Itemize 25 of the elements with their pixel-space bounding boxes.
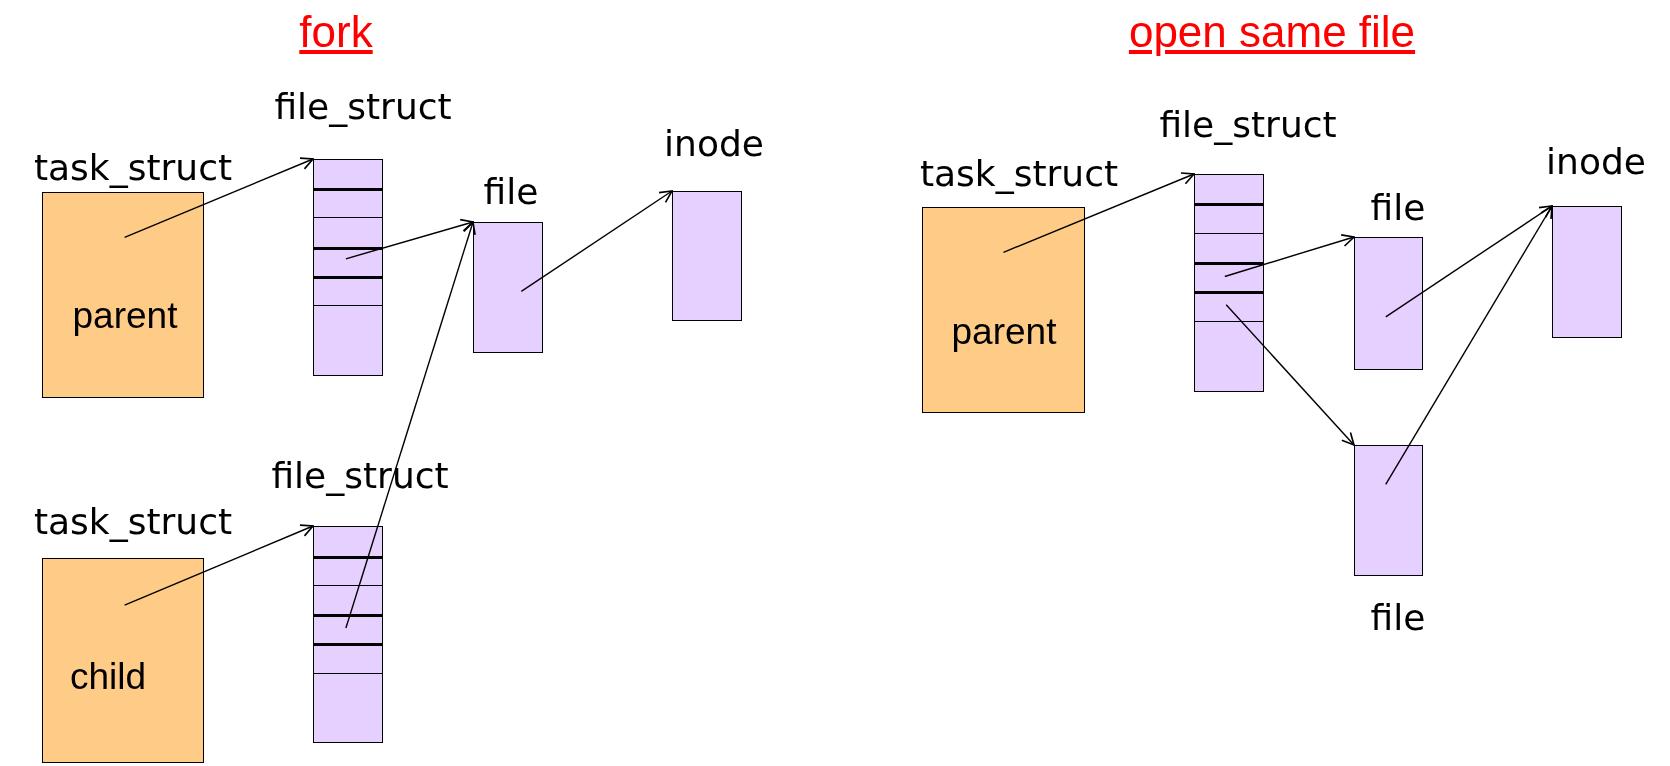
node-heading: task_struct xyxy=(919,154,1119,194)
arrow xyxy=(1385,205,1553,485)
node-heading: task_struct xyxy=(33,148,233,188)
node-heading: file_struct xyxy=(1159,105,1337,145)
arrow xyxy=(123,524,314,606)
node-heading: task_struct xyxy=(33,502,233,542)
arrow xyxy=(1224,234,1355,278)
arrow xyxy=(1002,172,1195,253)
node-heading: inode xyxy=(664,124,764,164)
process-name: child xyxy=(69,656,147,698)
node-heading: file xyxy=(1370,188,1426,228)
node-heading: file xyxy=(483,172,539,212)
arrow xyxy=(345,218,474,260)
node-heading: file xyxy=(1370,598,1426,638)
arrow xyxy=(1385,205,1553,318)
node-heading: inode xyxy=(1546,142,1646,182)
node-heading: file_struct xyxy=(274,87,452,127)
process-name: parent xyxy=(72,295,178,337)
section-title: open same file xyxy=(1128,8,1416,57)
section-title: fork xyxy=(299,8,373,57)
arrow xyxy=(123,157,314,238)
arrow xyxy=(345,221,476,629)
arrow xyxy=(520,190,673,293)
arrow xyxy=(1225,304,1355,446)
process-name: parent xyxy=(951,311,1057,353)
